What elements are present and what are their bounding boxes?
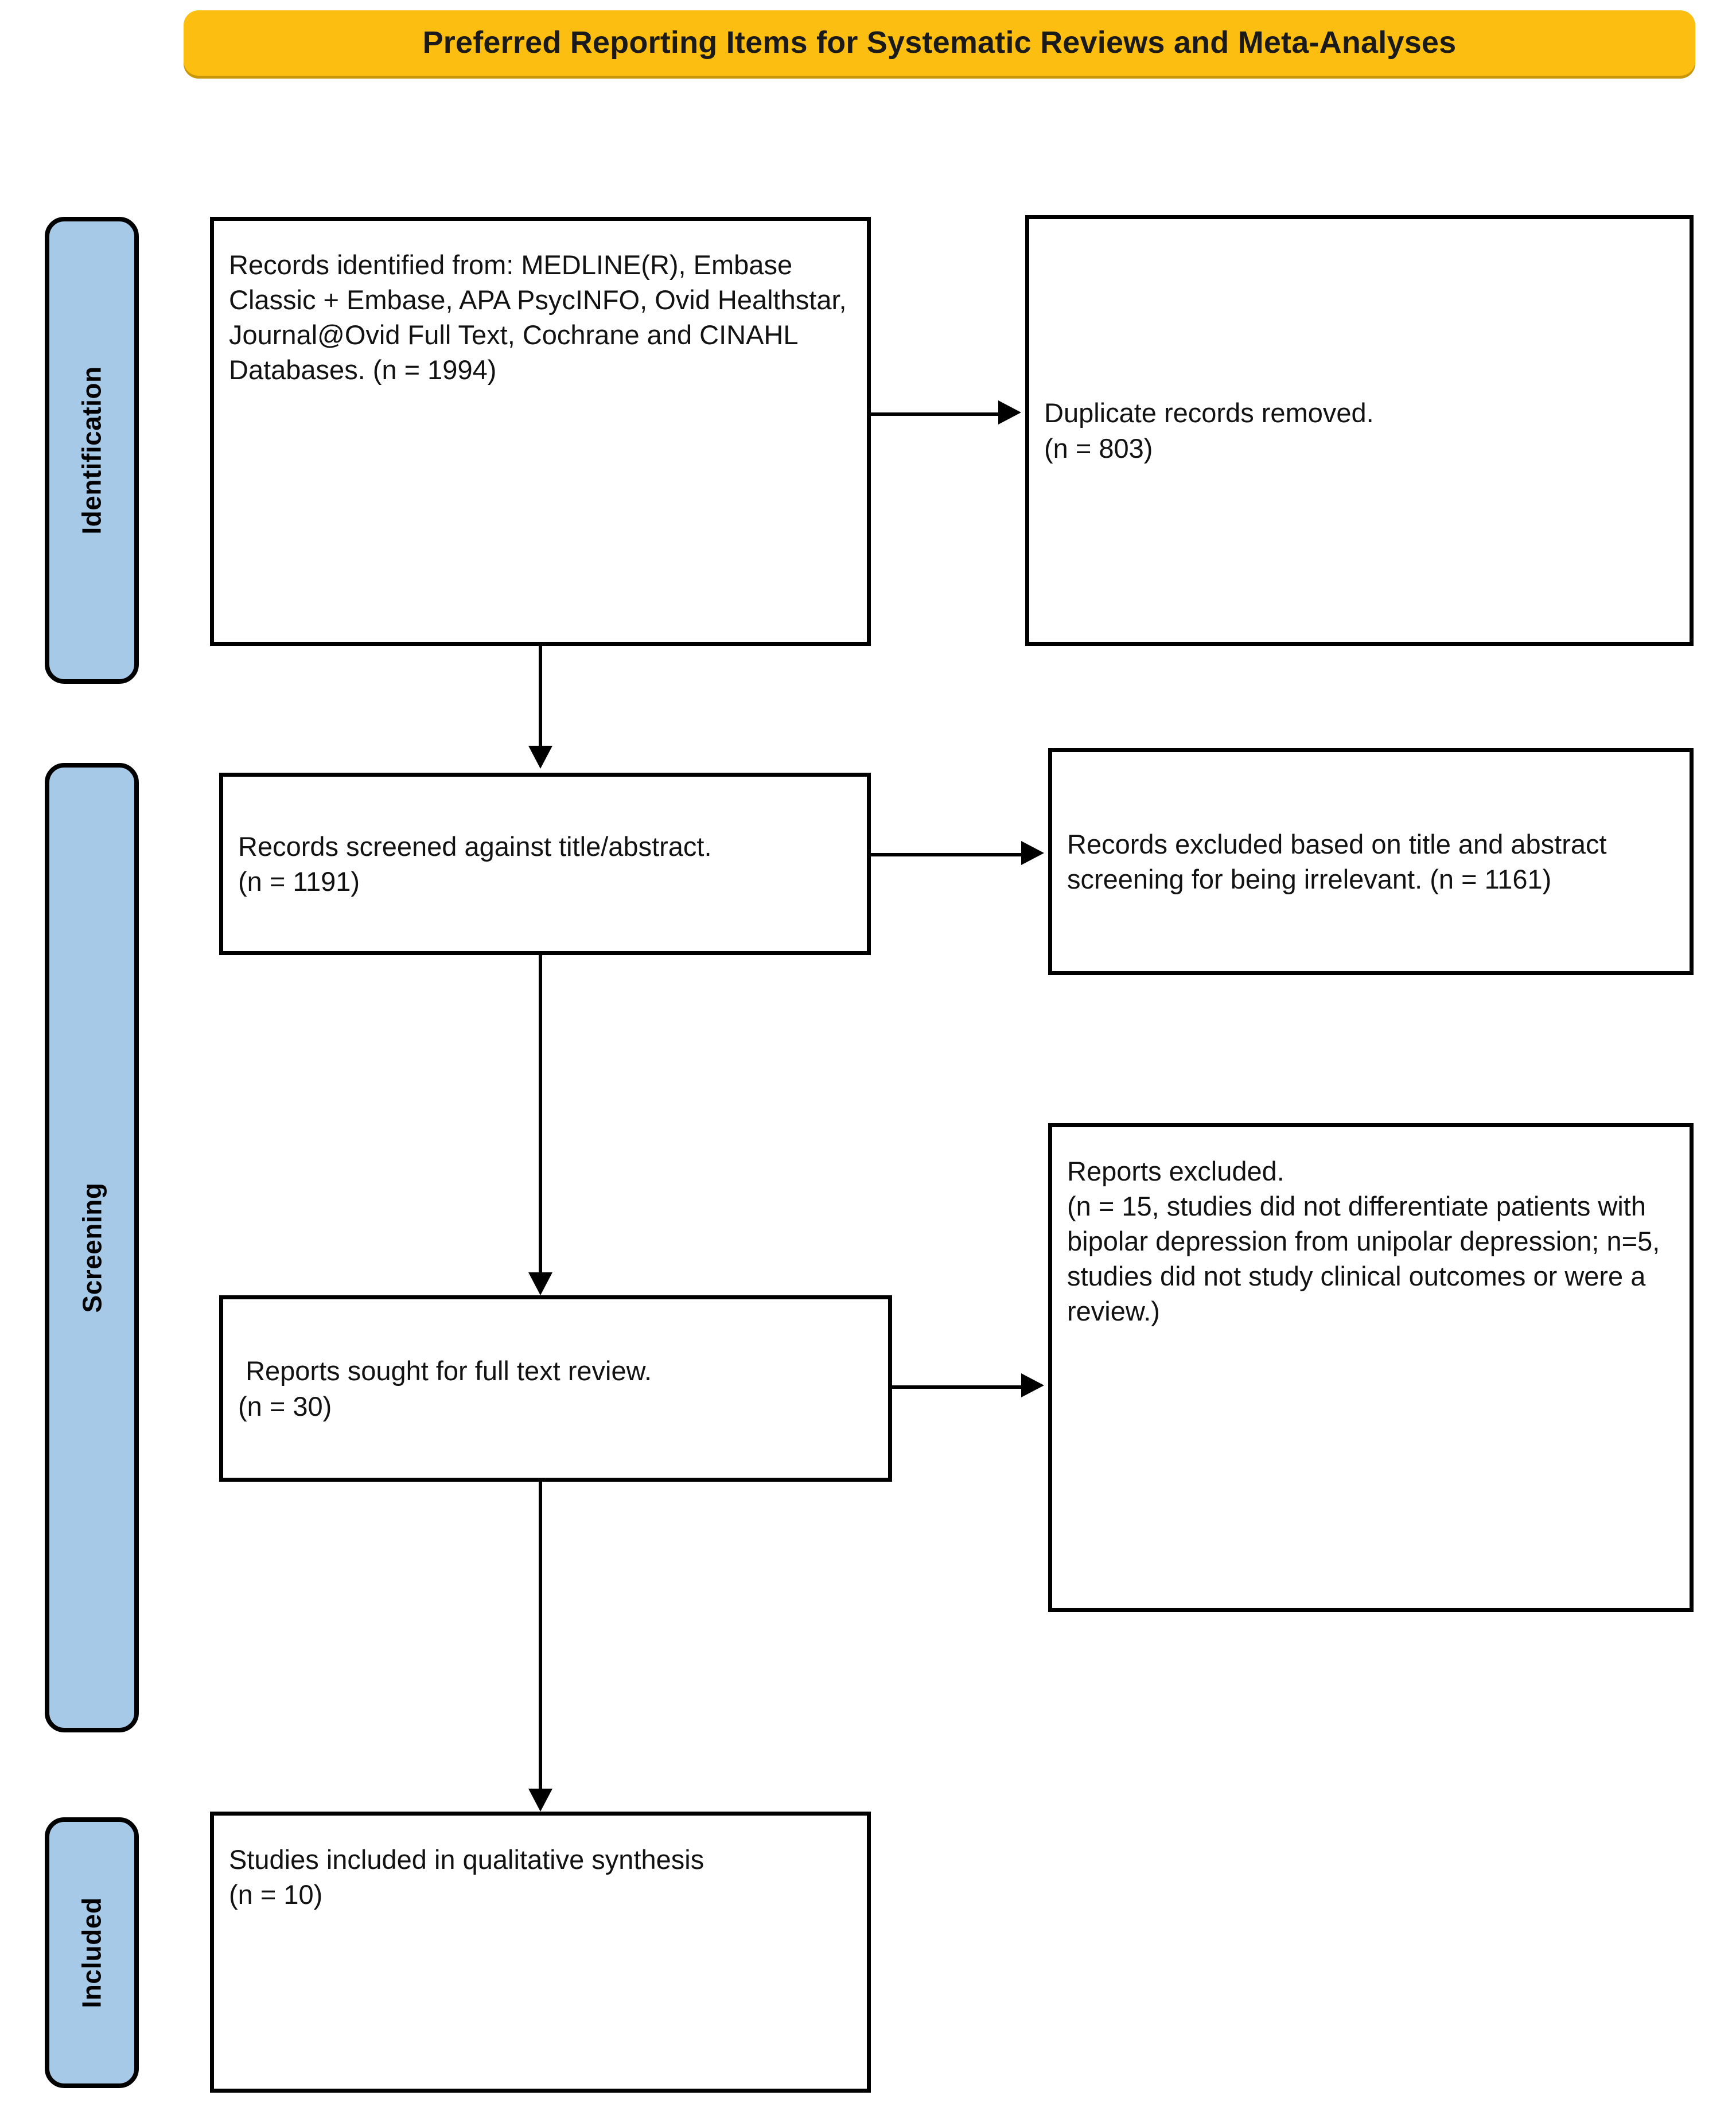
- box-records-excluded: Records excluded based on title and abst…: [1048, 748, 1694, 975]
- arrowhead-sought-to-reports-excluded: [1021, 1373, 1044, 1397]
- box-studies-included: Studies included in qualitative synthesi…: [210, 1812, 871, 2093]
- phase-label-screening-text: Screening: [77, 1182, 107, 1313]
- arrowhead-sought-to-included: [528, 1789, 552, 1812]
- box-reports-sought: Reports sought for full text review. (n …: [219, 1295, 892, 1482]
- connector-screened-to-excluded: [871, 853, 1025, 856]
- arrowhead-identified-to-screened: [528, 746, 552, 769]
- connector-sought-to-reports-excluded: [892, 1385, 1025, 1389]
- phase-label-included: Included: [45, 1817, 139, 2088]
- diagram-title: Preferred Reporting Items for Systematic…: [422, 25, 1457, 60]
- box-records-excluded-text: Records excluded based on title and abst…: [1067, 828, 1614, 894]
- arrowhead-screened-to-sought: [528, 1272, 552, 1295]
- box-duplicates-removed: Duplicate records removed. (n = 803): [1025, 215, 1694, 646]
- phase-label-identification-text: Identification: [77, 366, 107, 535]
- box-records-identified: Records identified from: MEDLINE(R), Emb…: [210, 217, 871, 646]
- connector-screened-to-sought: [539, 955, 542, 1276]
- connector-identified-to-screened: [539, 646, 542, 749]
- box-records-screened-text: Records screened against title/abstract.…: [238, 831, 712, 897]
- box-duplicates-removed-text: Duplicate records removed. (n = 803): [1044, 398, 1374, 464]
- box-records-screened: Records screened against title/abstract.…: [219, 773, 871, 955]
- arrowhead-screened-to-excluded: [1021, 841, 1044, 865]
- phase-label-screening: Screening: [45, 763, 139, 1732]
- box-studies-included-text: Studies included in qualitative synthesi…: [229, 1844, 704, 1910]
- box-reports-sought-text: Reports sought for full text review. (n …: [238, 1356, 652, 1421]
- box-reports-excluded: Reports excluded. (n = 15, studies did n…: [1048, 1123, 1694, 1612]
- phase-label-identification: Identification: [45, 217, 139, 684]
- arrowhead-identified-to-duplicates: [998, 400, 1021, 424]
- diagram-title-banner: Preferred Reporting Items for Systematic…: [184, 10, 1695, 76]
- phase-label-included-text: Included: [77, 1897, 107, 2008]
- connector-identified-to-duplicates: [871, 412, 1002, 416]
- box-reports-excluded-text: Reports excluded. (n = 15, studies did n…: [1067, 1156, 1660, 1327]
- connector-sought-to-included: [539, 1482, 542, 1791]
- box-records-identified-text: Records identified from: MEDLINE(R), Emb…: [229, 250, 854, 385]
